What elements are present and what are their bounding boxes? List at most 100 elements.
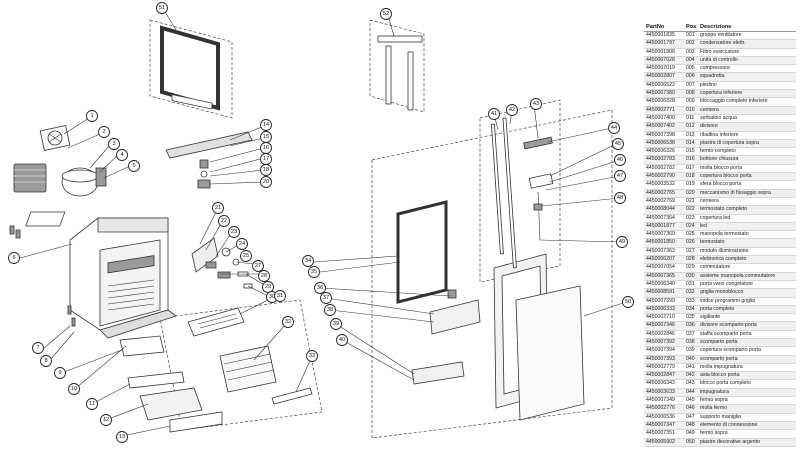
description-cell: ribaltina inferiore: [698, 131, 796, 140]
partno-cell: 4450006343: [644, 379, 684, 389]
callout-36: 36: [314, 282, 326, 294]
svg-text:47: 47: [617, 173, 623, 179]
svg-text:40: 40: [339, 337, 345, 343]
partno-cell: 4450007019: [644, 64, 684, 74]
pos-cell: 023: [684, 214, 698, 223]
header-description: Descrizione: [698, 22, 796, 32]
svg-text:3: 3: [112, 141, 115, 147]
svg-text:18: 18: [263, 167, 269, 173]
grid-shelf-32: [219, 345, 277, 393]
svg-text:10: 10: [71, 386, 77, 392]
description-cell: fermo sopra: [698, 429, 796, 439]
pos-cell: 012: [684, 122, 698, 132]
partno-cell: 4450002765: [644, 189, 684, 198]
callout-24: 24: [236, 238, 248, 250]
svg-text:27: 27: [255, 263, 261, 269]
description-cell: termostato: [698, 238, 796, 248]
svg-text:35: 35: [311, 269, 317, 275]
partno-cell: 4450007399: [644, 297, 684, 306]
callout-49: 49: [616, 236, 628, 248]
svg-text:52: 52: [383, 11, 389, 17]
svg-text:28: 28: [261, 273, 267, 279]
description-cell: assieme manopola commutatore: [698, 272, 796, 281]
svg-text:32: 32: [285, 319, 291, 325]
svg-text:33: 33: [309, 353, 315, 359]
parts-table-header: PartNo Pos Descrizione: [644, 22, 796, 32]
description-cell: copertura inferiore: [698, 89, 796, 99]
description-cell: termostato completo: [698, 205, 796, 215]
pos-cell: 003: [684, 48, 698, 57]
description-cell: impugnatura: [698, 388, 796, 398]
svg-text:4: 4: [120, 152, 123, 158]
partno-cell: 4450002782: [644, 164, 684, 174]
svg-text:17: 17: [263, 156, 269, 162]
partno-cell: 4450007346: [644, 321, 684, 331]
callout-16: 16: [260, 142, 272, 154]
callout-3: 3: [108, 138, 120, 150]
svg-text:16: 16: [263, 145, 269, 151]
callout-29: 29: [262, 281, 274, 293]
lower-flap-13: [169, 411, 223, 433]
pos-cell: 021: [684, 197, 698, 207]
pos-cell: 013: [684, 131, 698, 140]
description-cell: sigillante: [698, 313, 796, 323]
partno-cell: 4450005902: [644, 438, 684, 447]
partno-cell: 4450006326: [644, 147, 684, 157]
callout-48: 48: [614, 192, 626, 204]
pos-cell: 001: [684, 31, 698, 41]
door-bins: [411, 289, 481, 385]
description-cell: porta completo: [698, 305, 796, 315]
partno-cell: 4450007347: [644, 421, 684, 431]
description-cell: copertura blocco porta: [698, 172, 796, 182]
partno-cell: 4450002779: [644, 363, 684, 373]
svg-text:50: 50: [625, 299, 631, 305]
svg-text:1: 1: [90, 113, 93, 119]
callout-34: 34: [302, 255, 314, 267]
callout-25: 25: [240, 250, 252, 262]
partno-cell: 4450006536: [644, 413, 684, 422]
pos-cell: 030: [684, 272, 698, 281]
svg-text:43: 43: [533, 101, 539, 107]
pos-cell: 037: [684, 330, 698, 340]
pos-cell: 046: [684, 404, 698, 414]
small-parts-left: [9, 225, 76, 327]
description-cell: bottone chiusura: [698, 155, 796, 165]
svg-text:29: 29: [265, 284, 271, 290]
pos-cell: 025: [684, 230, 698, 240]
callout-39: 39: [330, 318, 342, 330]
control-unit: [25, 211, 66, 227]
pos-cell: 047: [684, 413, 698, 422]
pos-cell: 006: [684, 72, 698, 82]
pos-cell: 033: [684, 297, 698, 306]
pos-cell: 014: [684, 139, 698, 149]
description-cell: meccanismo di fissaggio sopra: [698, 189, 796, 198]
callout-17: 17: [260, 153, 272, 165]
callout-15: 15: [260, 131, 272, 143]
description-cell: fermo sopra: [698, 396, 796, 406]
svg-text:45: 45: [615, 141, 621, 147]
